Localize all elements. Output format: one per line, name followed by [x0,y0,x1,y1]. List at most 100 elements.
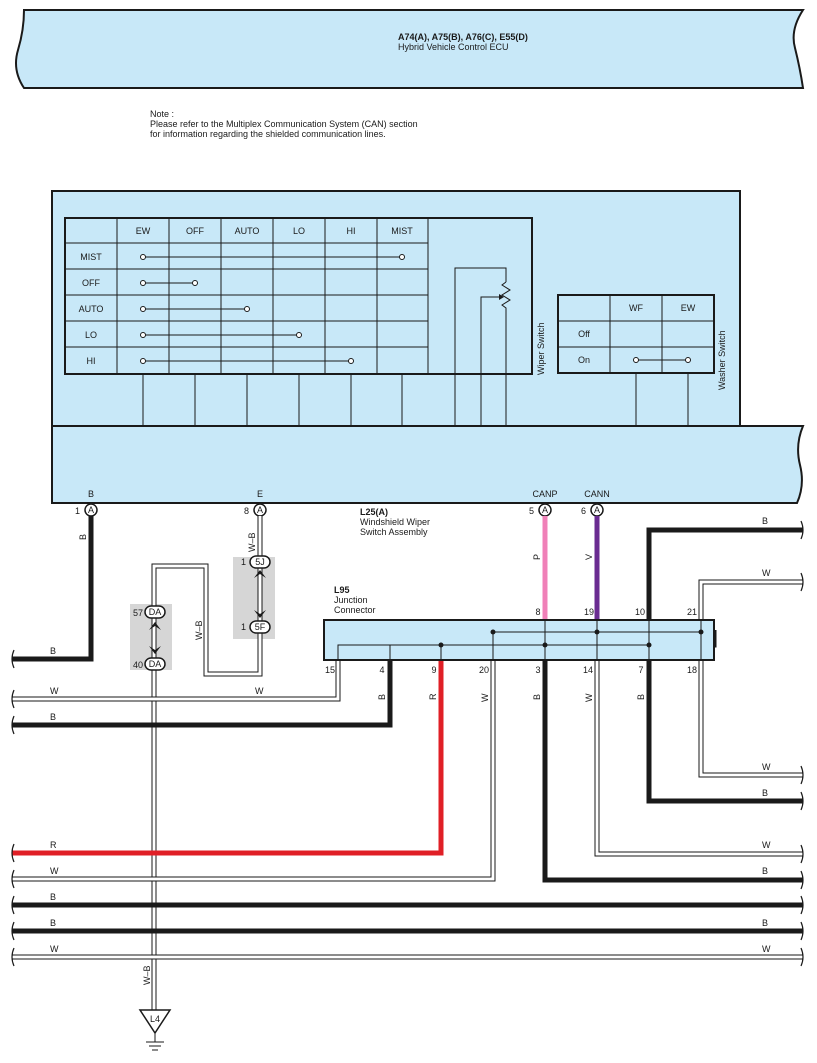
note-line-1: Please refer to the Multiplex Communicat… [150,119,418,129]
pin-1-conn: A [88,505,94,515]
connector-da40-code: DA [149,659,162,669]
wire-label-b-pin4: B [377,694,387,700]
connector-da-40: 40 DA [133,646,166,671]
wire-label-w-pin20: W [480,693,490,702]
wiper-col-mist: MIST [391,226,413,236]
pin-b-signal: B [88,489,94,499]
wire-label-w-left-3: W [50,866,59,876]
wiper-col-hi: HI [347,226,356,236]
pin-6-conn: A [594,505,600,515]
ground-icon: L4 [138,1009,172,1051]
wire-label-p: P [532,554,542,560]
connector-arrow-up-icon [149,622,161,630]
wire-label-b-pin3: B [532,694,542,700]
washer-row-on: On [578,355,590,365]
connector-arrow-down-icon [149,646,161,654]
wire-label-b-right-4: B [762,918,768,928]
wiper-row-off: OFF [82,278,100,288]
connector-5f-num: 1 [241,622,246,632]
assembly-name-1: Windshield Wiper [360,517,430,527]
connector-5f-code: 5F [255,622,266,632]
junction-bottom-pin-15: 15 [325,665,335,675]
wire-label-w-right-2: W [762,762,771,772]
wire-b-10 [646,527,803,620]
connector-da57-num: 57 [133,608,143,618]
assembly-name-2: Switch Assembly [360,527,428,537]
wire-pin1-b [12,516,94,662]
potentiometer-icon [454,267,511,426]
washer-row-off: Off [578,329,590,339]
wiper-col-off: OFF [186,226,204,236]
pin-1-number: 1 [75,506,80,516]
junction-name-1: Junction [334,595,368,605]
wiper-col-auto: AUTO [235,226,260,236]
wire-pin8-wb [151,516,263,1010]
junction-top-pin-8: 8 [535,607,540,617]
pin-6-number: 6 [581,506,586,516]
connector-arrow-up-icon [254,570,266,578]
junction-bottom-pin-7: 7 [638,665,643,675]
junction-id: L95 [334,585,350,595]
junction-name-2: Connector [334,605,376,615]
wire-label-w-left-2: W [255,686,264,696]
ground-label: L4 [150,1014,160,1024]
connector-da40-num: 40 [133,660,143,670]
note: Note : Please refer to the Multiplex Com… [150,109,418,139]
pin-8-number: 8 [244,506,249,516]
junction-bottom-pin-20: 20 [479,665,489,675]
connector-5j-num: 1 [241,557,246,567]
wire-label-b-left-4: B [50,918,56,928]
wiper-switch-table: EW OFF AUTO LO HI MIST MIST OFF AUTO LO … [64,217,546,426]
junction-bottom-pin-18: 18 [687,665,697,675]
wire-label-w-pin14: W [584,693,594,702]
wire-label-w-left-4: W [50,944,59,954]
wire-break-marks [11,520,804,967]
junction-connector: L95 Junction Connector 8 19 10 21 15 4 9… [323,585,715,675]
junction-top-pin-10: 10 [635,607,645,617]
wire-label-v: V [584,554,594,560]
wire-label-r-left: R [50,840,57,850]
ecu-box: A74(A), A75(B), A76(C), E55(D) Hybrid Ve… [15,9,805,89]
wiper-row-mist: MIST [80,252,102,262]
wire-label-b-right-3: B [762,866,768,876]
note-line-2: for information regarding the shielded c… [150,129,386,139]
wiper-col-lo: LO [293,226,305,236]
wiper-col-ew: EW [136,226,151,236]
junction-top-pin-19: 19 [584,607,594,617]
wire-label-w-left-1: W [50,686,59,696]
wire-label-w-right-1: W [762,568,771,578]
wire-color-labels: B W–B W–B W–B P V B W W B R W B B W B R … [50,516,771,985]
pin-cann-signal: CANN [584,489,610,499]
pin-5-conn: A [542,505,548,515]
washer-switch-label: Washer Switch [717,330,727,390]
wire-w-21 [698,579,803,620]
junction-bottom-pin-9: 9 [431,665,436,675]
wire-label-b-right-2: B [762,788,768,798]
wire-label-b-left-3: B [50,892,56,902]
connector-arrow-down-icon [254,610,266,618]
connector-5j-code: 5J [255,557,265,567]
wiper-continuity [140,254,405,364]
washer-col-wf: WF [629,303,643,313]
wire-b-7 [646,660,803,804]
washer-switch-table: WF EW Off On Washer Switch [557,294,727,426]
ecu-name: Hybrid Vehicle Control ECU [398,42,509,52]
pin-8-conn: A [257,505,263,515]
wire-label-b-pin7: B [636,694,646,700]
note-title: Note : [150,109,174,119]
ecu-ids: A74(A), A75(B), A76(C), E55(D) [398,32,528,42]
wire-w-14 [594,660,803,857]
junction-bottom-pin-14: 14 [583,665,593,675]
wiper-switch-label: Wiper Switch [536,322,546,375]
junction-bottom-pin-4: 4 [379,665,384,675]
junction-bottom-pin-3: 3 [535,665,540,675]
pin-e-signal: E [257,489,263,499]
wire-label-wb-mid: W–B [194,620,204,640]
wire-label-b-right-1: B [762,516,768,526]
wire-w-20 [12,660,496,882]
connector-da-57: 57 DA [133,605,166,630]
connector-da57-code: DA [149,607,162,617]
junction-top-pin-21: 21 [687,607,697,617]
wire-label-r-pin9: R [428,693,438,700]
